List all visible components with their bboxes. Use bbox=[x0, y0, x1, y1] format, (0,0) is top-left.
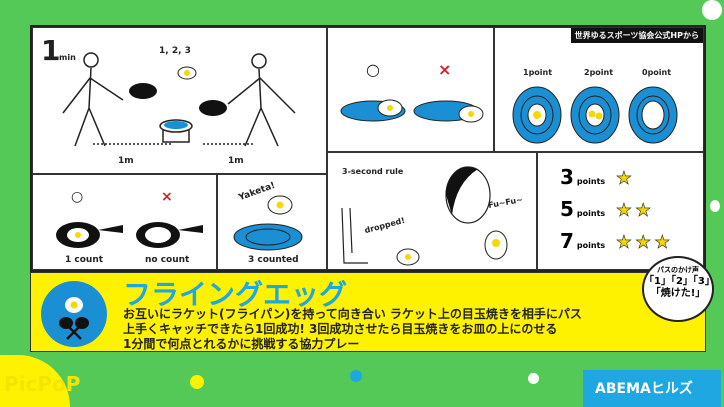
ok-mark: ○ bbox=[366, 60, 380, 79]
ng-mark: × bbox=[161, 189, 173, 205]
star-icon: ★ bbox=[615, 232, 633, 254]
game-description: お互いにラケット(フライパン)を持って向き合い ラケット上の目玉焼きを相手にパス… bbox=[123, 307, 663, 352]
star-icon: ★ bbox=[615, 200, 633, 222]
decor-dot bbox=[702, 0, 722, 20]
count-label: 1, 2, 3 bbox=[159, 46, 191, 56]
decor-dot bbox=[710, 200, 720, 212]
description-line: 1分間で何点とれるかに挑戦する協力プレー bbox=[123, 337, 360, 351]
game-title: フライングエッグ bbox=[123, 278, 348, 311]
description-line: 上手くキャッチできたら1回成功! 3回成功させたら目玉焼きをお皿の上にのせる bbox=[123, 322, 558, 336]
flying-egg-logo bbox=[41, 281, 107, 347]
targets-illustration bbox=[512, 86, 678, 144]
points-unit: points bbox=[576, 241, 606, 250]
rackets-illustration bbox=[56, 222, 203, 248]
three-second-illustration bbox=[341, 166, 508, 266]
one-count-label: 1 count bbox=[65, 255, 104, 265]
three-counted-label: 3 counted bbox=[248, 255, 299, 265]
decor-dot bbox=[528, 373, 539, 384]
star-icon: ★ bbox=[615, 168, 633, 190]
players-illustration bbox=[62, 52, 296, 147]
bubble-line: 「焼けた!」 bbox=[650, 288, 706, 299]
panel-points: 世界ゆるスポーツ協会公式HPから 1point 2point 0point bbox=[494, 27, 704, 152]
distance-right: 1m bbox=[228, 156, 244, 166]
points-number: 7 bbox=[560, 229, 574, 253]
panel-count: ○ × 1 count no count bbox=[32, 174, 217, 270]
points-unit: points bbox=[576, 177, 606, 186]
points-number: 3 bbox=[560, 165, 574, 189]
point-label: 2point bbox=[584, 68, 614, 77]
panel-3-second-rule: 3-second rule dropped! Fu~Fu~ bbox=[327, 152, 537, 270]
abema-hills-logo: ABEMAヒルズ bbox=[583, 370, 721, 407]
flying-egg-logo-icon bbox=[59, 297, 89, 340]
decor-dot bbox=[350, 370, 362, 382]
time-number: 1 bbox=[41, 34, 61, 67]
ok-mark: ○ bbox=[71, 189, 84, 205]
bubble-head: パスのかけ声 bbox=[657, 266, 699, 274]
time-unit: min bbox=[59, 53, 76, 62]
points-number: 5 bbox=[560, 197, 574, 221]
picpop-logo: PicPoP bbox=[4, 372, 81, 396]
point-label: 0point bbox=[642, 68, 672, 77]
rules-board: 1 min 1, 2, 3 1m 1m ○ × 世界ゆるスポーツ協会公式HPから… bbox=[30, 25, 706, 272]
panel-counted: Yaketa! 3 counted bbox=[217, 174, 327, 270]
star-icon: ★ bbox=[635, 200, 652, 222]
plates-illustration bbox=[340, 99, 484, 123]
speech-bubble: パスのかけ声 「1」「2」「3」 「焼けた!」 bbox=[642, 256, 715, 322]
star-icon: ★ bbox=[635, 232, 652, 254]
distance-left: 1m bbox=[118, 156, 134, 166]
ng-mark: × bbox=[438, 60, 452, 79]
source-label: 世界ゆるスポーツ協会公式HPから bbox=[570, 28, 703, 43]
description-band: フライングエッグ お互いにラケット(フライパン)を持って向き合い ラケット上の目… bbox=[30, 272, 706, 352]
plate-egg-illustration bbox=[233, 195, 303, 251]
bubble-line: 「1」「2」「3」 bbox=[644, 276, 715, 287]
star-icon: ★ bbox=[654, 232, 671, 254]
rule-title: 3-second rule bbox=[342, 167, 404, 176]
decor-dot bbox=[190, 375, 204, 389]
description-line: お互いにラケット(フライパン)を持って向き合い ラケット上の目玉焼きを相手にパス bbox=[123, 307, 582, 321]
panel-plate: ○ × bbox=[327, 27, 494, 152]
points-unit: points bbox=[576, 209, 606, 218]
no-count-label: no count bbox=[145, 255, 190, 265]
point-label: 1point bbox=[523, 68, 553, 77]
panel-rules: 1 min 1, 2, 3 1m 1m bbox=[32, 27, 327, 174]
